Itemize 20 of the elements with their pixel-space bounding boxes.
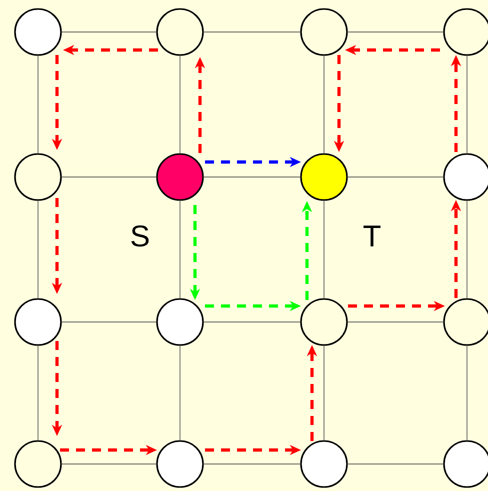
- node-circle: [156, 298, 204, 346]
- node-circle: [300, 440, 348, 488]
- node-circle: [156, 440, 204, 488]
- node-label: T: [364, 226, 380, 246]
- grid-line: [466, 345, 468, 441]
- node-circle: [14, 8, 62, 56]
- node-circle: [443, 153, 488, 201]
- node-circle: [14, 440, 62, 488]
- node-label: S: [131, 225, 149, 247]
- grid-line: [203, 176, 301, 178]
- grid-line: [347, 176, 444, 178]
- grid-line: [466, 200, 468, 299]
- grid-line: [61, 176, 157, 178]
- grid-line: [466, 55, 468, 154]
- node-circle: [14, 298, 62, 346]
- node-circle: [14, 153, 62, 201]
- node-circle: [443, 440, 488, 488]
- node-circle: [156, 8, 204, 56]
- node-circle: [300, 8, 348, 56]
- node-circle: [300, 298, 348, 346]
